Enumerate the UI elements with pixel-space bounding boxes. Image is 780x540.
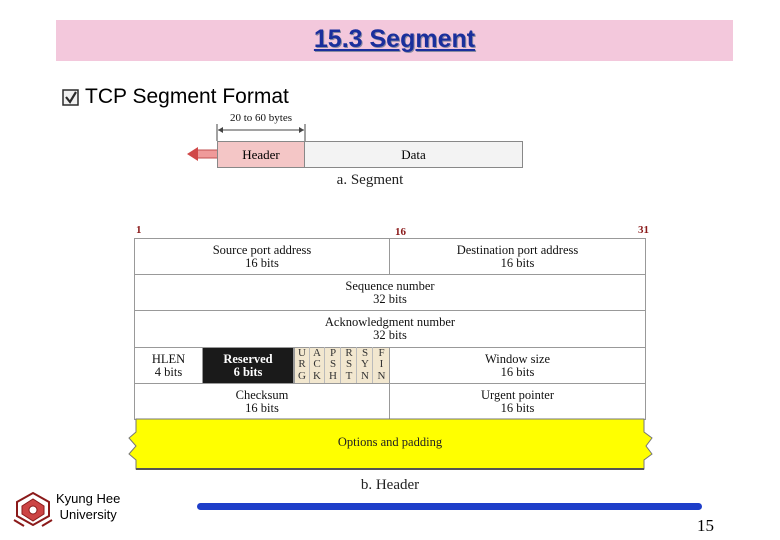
reserved-label: Reserved (223, 351, 273, 366)
slide-title: 15.3 Segment (313, 25, 476, 53)
sequence-cell: Sequence number 32 bits (134, 274, 646, 311)
accent-line (197, 503, 702, 510)
university-name: Kyung Hee University (56, 491, 120, 523)
flag-letter: K (313, 369, 321, 382)
left-arrow-icon (187, 147, 218, 161)
flag-letter: S (329, 358, 337, 371)
checksum-label: Checksum (235, 387, 289, 402)
flag-letter: Y (361, 358, 369, 371)
data-label: Data (401, 146, 426, 162)
flag-letter: H (329, 369, 337, 382)
page-number: 15 (697, 516, 714, 535)
flag-letter: C (313, 358, 321, 371)
flag-letter: I (379, 358, 384, 371)
flag-letter: U (298, 346, 306, 359)
sequence-bits: 32 bits (373, 291, 407, 306)
ack-bits: 32 bits (373, 328, 407, 342)
reserved-bits: 6 bits (233, 364, 263, 379)
dest-port-bits: 16 bits (500, 255, 535, 270)
hlen-cell: HLEN 4 bits (134, 347, 203, 384)
ack-cell: Acknowledgment number 32 bits (134, 310, 646, 348)
options-band (128, 418, 653, 470)
flag-fin: F I N (374, 347, 389, 383)
dest-port-cell: Destination port address 16 bits (389, 238, 646, 275)
university-line-2: University (59, 507, 117, 522)
flag-letter: P (329, 346, 337, 359)
header-label: Header (242, 146, 280, 162)
flag-letter: R (345, 346, 353, 359)
urgent-bits: 16 bits (500, 400, 535, 415)
hlen-label: HLEN (151, 351, 186, 366)
bullet-text: TCP Segment Format (85, 85, 289, 108)
flag-rst: R S T (342, 347, 357, 383)
bit-start-label: 1 (136, 224, 142, 236)
hlen-bits: 4 bits (154, 364, 183, 379)
flag-psh: P S H (326, 347, 341, 383)
ack-label: Acknowledgment number (324, 315, 456, 329)
flag-letter: G (298, 369, 306, 382)
length-bracket (216, 124, 306, 141)
window-bits: 16 bits (500, 364, 535, 379)
source-port-label: Source port address (212, 242, 312, 257)
bullet-row: TCP Segment Format (62, 84, 289, 110)
sequence-label: Sequence number (345, 278, 435, 293)
university-line-1: Kyung Hee (56, 491, 121, 506)
header-caption: b. Header (360, 477, 420, 493)
flag-ack: A C K (310, 347, 325, 383)
flag-letter: S (361, 346, 369, 359)
flag-letter: S (345, 358, 353, 371)
reserved-cell: Reserved 6 bits (202, 347, 294, 384)
checksum-bits: 16 bits (245, 400, 279, 415)
flag-letter: N (361, 369, 369, 382)
title-bar: 15.3 Segment (56, 20, 733, 61)
dest-port-label: Destination port address (456, 242, 579, 257)
flag-letter: F (378, 346, 385, 359)
flag-letter: T (345, 369, 353, 382)
university-logo-icon (13, 491, 53, 527)
urgent-cell: Urgent pointer 16 bits (389, 383, 646, 420)
bit-mid-label: 16 (395, 226, 406, 238)
flag-letter: A (313, 346, 321, 359)
flag-letter: N (377, 369, 386, 382)
data-box: Data (304, 141, 523, 168)
window-label: Window size (484, 351, 551, 366)
bit-end-label: 31 (638, 224, 649, 236)
options-label: Options and padding (337, 435, 443, 449)
urgent-label: Urgent pointer (480, 387, 555, 402)
flag-urg: U R G (295, 347, 310, 383)
checksum-cell: Checksum 16 bits (134, 383, 390, 420)
checkbox-bullet-icon (62, 88, 79, 106)
header-box: Header (217, 141, 305, 168)
source-port-cell: Source port address 16 bits (134, 238, 390, 275)
flag-syn: S Y N (358, 347, 373, 383)
source-port-bits: 16 bits (245, 255, 279, 270)
window-cell: Window size 16 bits (389, 347, 646, 384)
flag-letter: R (298, 358, 306, 371)
length-label: 20 to 60 bytes (229, 112, 293, 124)
segment-caption: a. Segment (336, 172, 404, 188)
